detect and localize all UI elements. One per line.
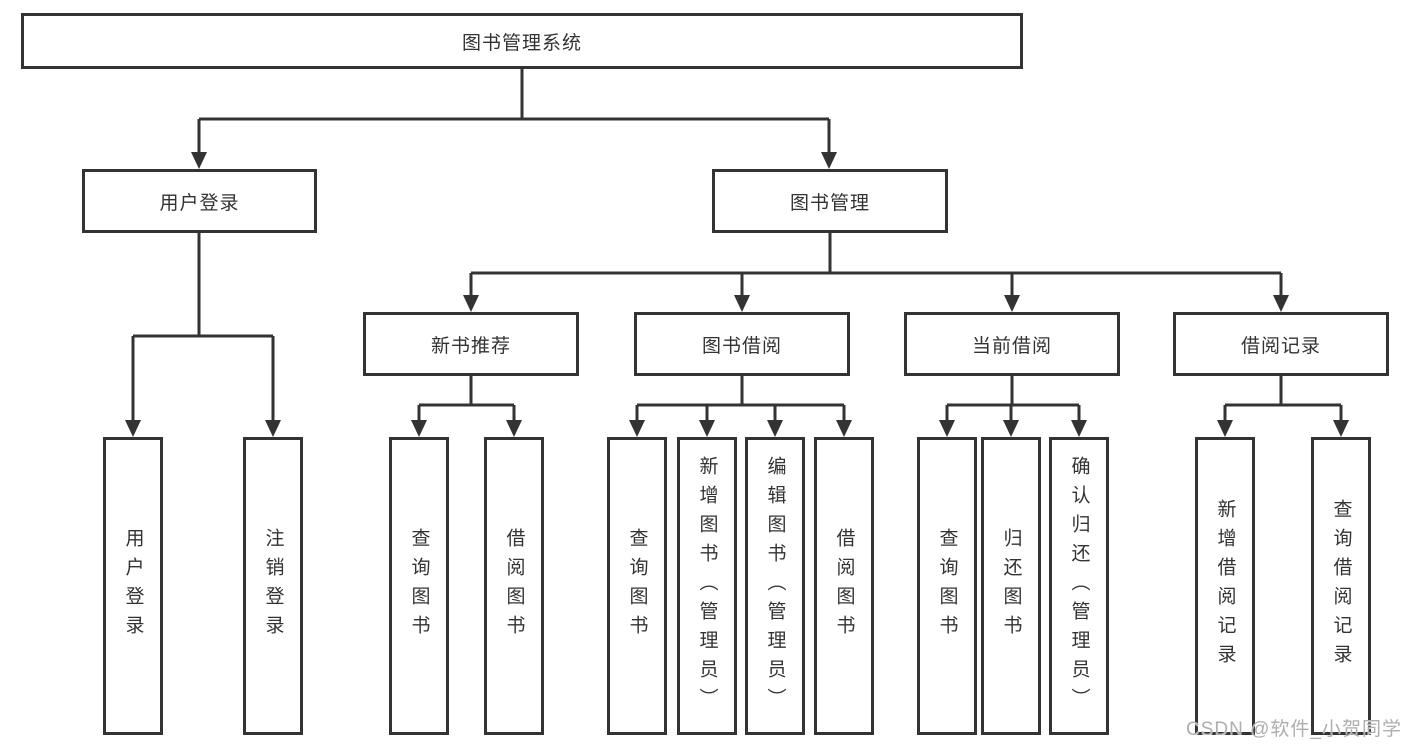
leaf-add-book-admin: 新增图书（管理员） xyxy=(677,437,737,735)
node-new-book-recommend-label: 新书推荐 xyxy=(430,335,511,357)
node-borrow-records: 借阅记录 xyxy=(1173,312,1389,376)
leaf-borrow-books: 借阅图书 xyxy=(814,437,874,735)
leaf-add-borrow-record: 新增借阅记录 xyxy=(1195,437,1255,735)
node-book-management: 图书管理 xyxy=(712,169,948,233)
leaf-user-login: 用户登录 xyxy=(103,437,163,735)
node-current-borrow-label: 当前借阅 xyxy=(971,335,1052,357)
leaf-current-query-books: 查询图书 xyxy=(917,437,977,735)
leaf-query-borrow-record: 查询借阅记录 xyxy=(1311,437,1371,735)
leaf-user-login-label: 用户登录 xyxy=(122,528,144,644)
leaf-borrow-books-label: 借阅图书 xyxy=(833,528,855,644)
leaf-recommend-query-books-label: 查询图书 xyxy=(408,528,430,644)
leaf-recommend-borrow-books: 借阅图书 xyxy=(484,437,544,735)
node-book-management-label: 图书管理 xyxy=(789,192,870,214)
node-book-borrow: 图书借阅 xyxy=(634,312,850,376)
node-library-system-label: 图书管理系统 xyxy=(461,32,582,54)
leaf-query-borrow-record-label: 查询借阅记录 xyxy=(1330,499,1352,673)
node-user-login: 用户登录 xyxy=(82,169,317,233)
leaf-borrow-query-books-label: 查询图书 xyxy=(626,528,648,644)
leaf-edit-book-admin-label: 编辑图书（管理员） xyxy=(764,455,786,717)
leaf-borrow-query-books: 查询图书 xyxy=(607,437,667,735)
leaf-current-query-books-label: 查询图书 xyxy=(936,528,958,644)
leaf-confirm-return-admin: 确认归还（管理员） xyxy=(1049,437,1109,735)
node-book-borrow-label: 图书借阅 xyxy=(701,335,782,357)
node-current-borrow: 当前借阅 xyxy=(904,312,1120,376)
leaf-add-book-admin-label: 新增图书（管理员） xyxy=(696,455,718,717)
node-library-system: 图书管理系统 xyxy=(21,13,1023,69)
leaf-edit-book-admin: 编辑图书（管理员） xyxy=(745,437,805,735)
leaf-recommend-borrow-books-label: 借阅图书 xyxy=(503,528,525,644)
node-new-book-recommend: 新书推荐 xyxy=(363,312,579,376)
leaf-return-book: 归还图书 xyxy=(981,437,1041,735)
leaf-return-book-label: 归还图书 xyxy=(1000,528,1022,644)
watermark: CSDN @软件_小贺同学 xyxy=(1186,719,1402,740)
leaf-recommend-query-books: 查询图书 xyxy=(389,437,449,735)
leaf-add-borrow-record-label: 新增借阅记录 xyxy=(1214,499,1236,673)
node-borrow-records-label: 借阅记录 xyxy=(1240,335,1321,357)
leaf-logout: 注销登录 xyxy=(243,437,303,735)
leaf-logout-label: 注销登录 xyxy=(262,528,284,644)
node-user-login-label: 用户登录 xyxy=(159,192,240,214)
leaf-confirm-return-admin-label: 确认归还（管理员） xyxy=(1068,455,1090,717)
